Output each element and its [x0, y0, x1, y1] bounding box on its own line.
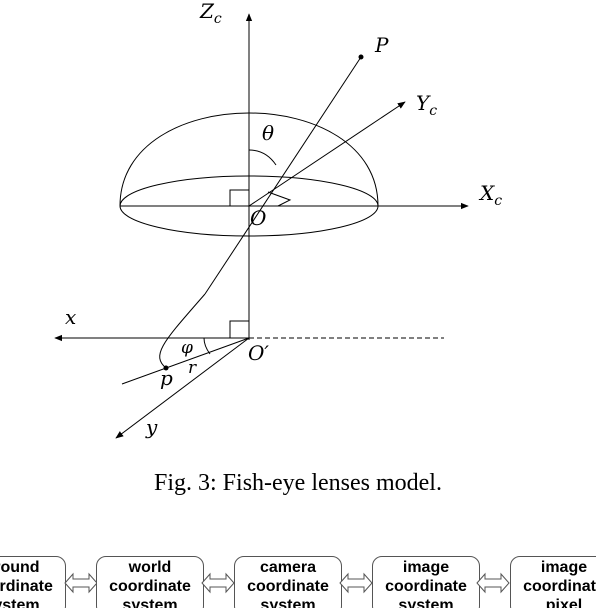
right-angle-mark-o-prime: [229, 320, 250, 338]
zc-label: Zc: [199, 0, 222, 27]
flow-box-line: coordinate: [523, 578, 596, 595]
flow-box-line: ground: [0, 559, 40, 576]
flow-box-line: coordinate: [0, 578, 53, 595]
flow-box-world: world coordinate system: [96, 556, 204, 608]
flow-box-image-pixel: image coordinate pixel: [510, 556, 596, 608]
fisheye-model-diagram: Zc P Yc θ Xc O x φ O′ p r y: [54, 0, 502, 439]
coordinate-flow: ground coordinate system world coordinat…: [0, 556, 596, 608]
yc-label: Yc: [416, 91, 437, 119]
flow-box-line: camera: [259, 559, 317, 576]
r-line: [121, 337, 250, 385]
theta-arc: [248, 149, 277, 166]
flow-box-line: system: [260, 597, 316, 608]
double-arrow: [64, 572, 98, 594]
flow-box-line: image: [540, 559, 588, 576]
o-label: O: [250, 206, 266, 230]
flow-box-line: coordinate: [247, 578, 329, 595]
double-arrow: [201, 572, 235, 594]
flow-box-line: coordinate: [109, 578, 191, 595]
flow-box-camera: camera coordinate system: [234, 556, 342, 608]
flow-box-line: coordinate: [385, 578, 467, 595]
flow-box-line: world: [128, 559, 172, 576]
flow-box-ground: ground coordinate system: [0, 556, 66, 608]
angle-mark-o-yc: [267, 191, 292, 207]
theta-label: θ: [262, 121, 274, 145]
phi-label: φ: [181, 338, 193, 358]
double-arrow: [476, 572, 510, 594]
incident-ray: [204, 56, 362, 295]
flow-box-line: image: [402, 559, 450, 576]
figure-caption: Fig. 3: Fish-eye lenses model.: [154, 470, 442, 496]
p-lower-label: p: [160, 366, 173, 390]
o-prime-label: O′: [248, 341, 269, 365]
r-label: r: [188, 358, 197, 378]
xc-label: Xc: [478, 181, 502, 209]
flow-box-line: system: [122, 597, 178, 608]
flow-box-line: pixel: [545, 597, 583, 608]
phi-arc: [203, 337, 211, 355]
y-axis: [115, 337, 250, 439]
double-arrow: [339, 572, 373, 594]
flow-box-image: image coordinate system: [372, 556, 480, 608]
point-p-upper: [358, 54, 364, 60]
right-angle-mark-o: [229, 189, 249, 206]
flow-box-line: system: [398, 597, 454, 608]
p-upper-label: P: [374, 33, 389, 57]
yc-axis: [248, 101, 406, 207]
y-label: y: [145, 415, 158, 439]
x-label: x: [65, 305, 76, 329]
projection-curve: [159, 293, 206, 369]
flow-box-line: system: [0, 597, 40, 608]
